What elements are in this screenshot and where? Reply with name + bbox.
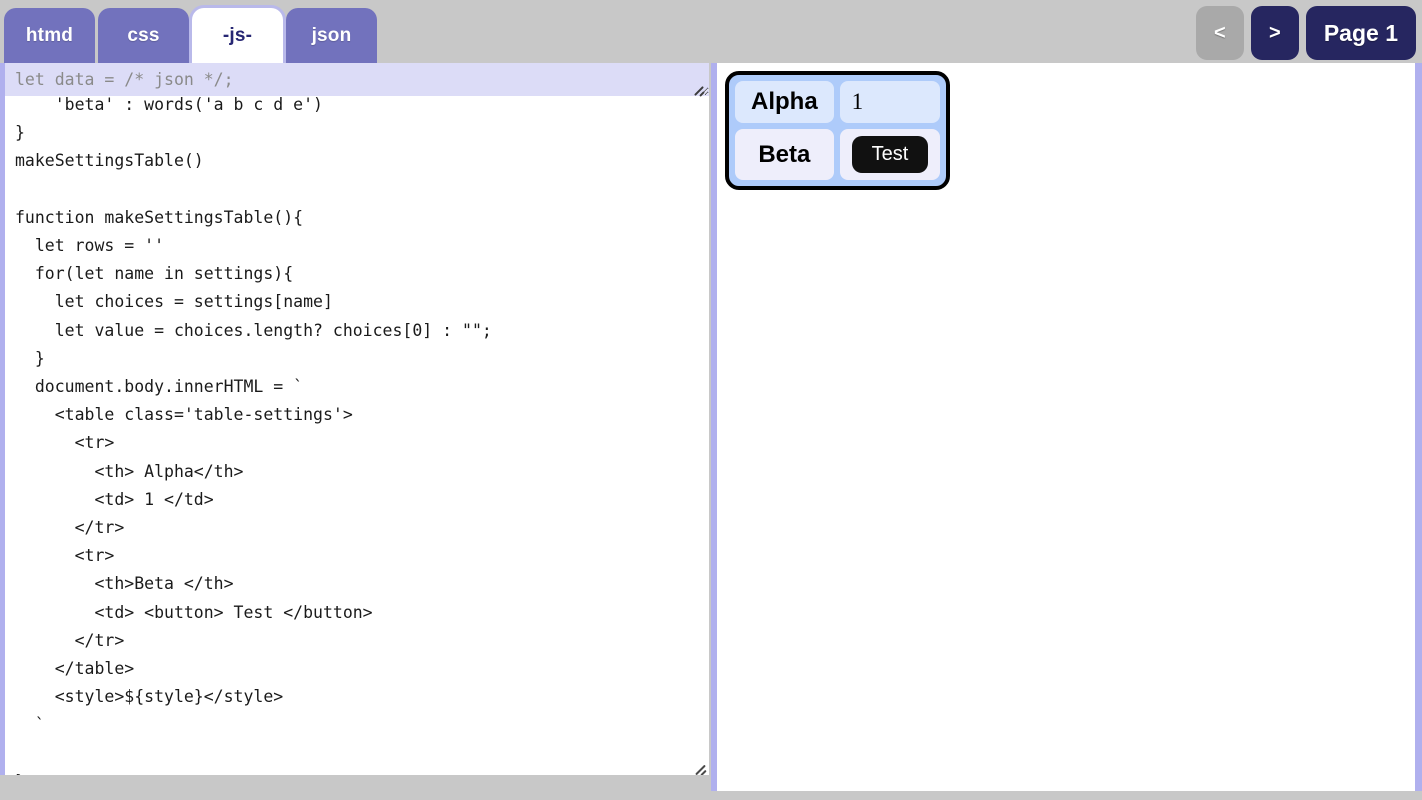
code-editor-textarea[interactable] <box>5 63 709 775</box>
table-row: Beta Test <box>735 129 941 180</box>
overlay-resize-grip-icon[interactable] <box>691 80 706 95</box>
test-button[interactable]: Test <box>851 136 929 173</box>
next-page-button[interactable]: > <box>1250 6 1299 60</box>
setting-value-alpha: 1 <box>839 81 941 123</box>
tab-htmd[interactable]: htmd <box>4 8 95 63</box>
setting-value-beta: Test <box>839 129 941 180</box>
preview-document-body: Alpha 1 Beta Test <box>717 63 1415 791</box>
code-editor-pane <box>0 63 709 775</box>
setting-name-alpha: Alpha <box>735 81 834 123</box>
tab-json[interactable]: json <box>286 8 377 63</box>
setting-name-beta: Beta <box>735 129 834 180</box>
table-row: Alpha 1 <box>735 81 941 123</box>
page-navigation: < > Page 1 <box>1195 6 1416 60</box>
tab-js[interactable]: -js- <box>192 8 283 63</box>
editor-resize-grip-icon[interactable] <box>692 758 708 774</box>
page-indicator-button[interactable]: Page 1 <box>1305 6 1416 60</box>
top-toolbar: htmd css -js- json < > Page 1 <box>0 0 1422 63</box>
preview-pane: Alpha 1 Beta Test <box>711 63 1422 791</box>
editor-tab-bar: htmd css -js- json <box>4 8 377 63</box>
data-declaration-input[interactable] <box>5 63 709 96</box>
tab-css[interactable]: css <box>98 8 189 63</box>
settings-table: Alpha 1 Beta Test <box>725 71 951 190</box>
previous-page-button[interactable]: < <box>1195 6 1244 60</box>
